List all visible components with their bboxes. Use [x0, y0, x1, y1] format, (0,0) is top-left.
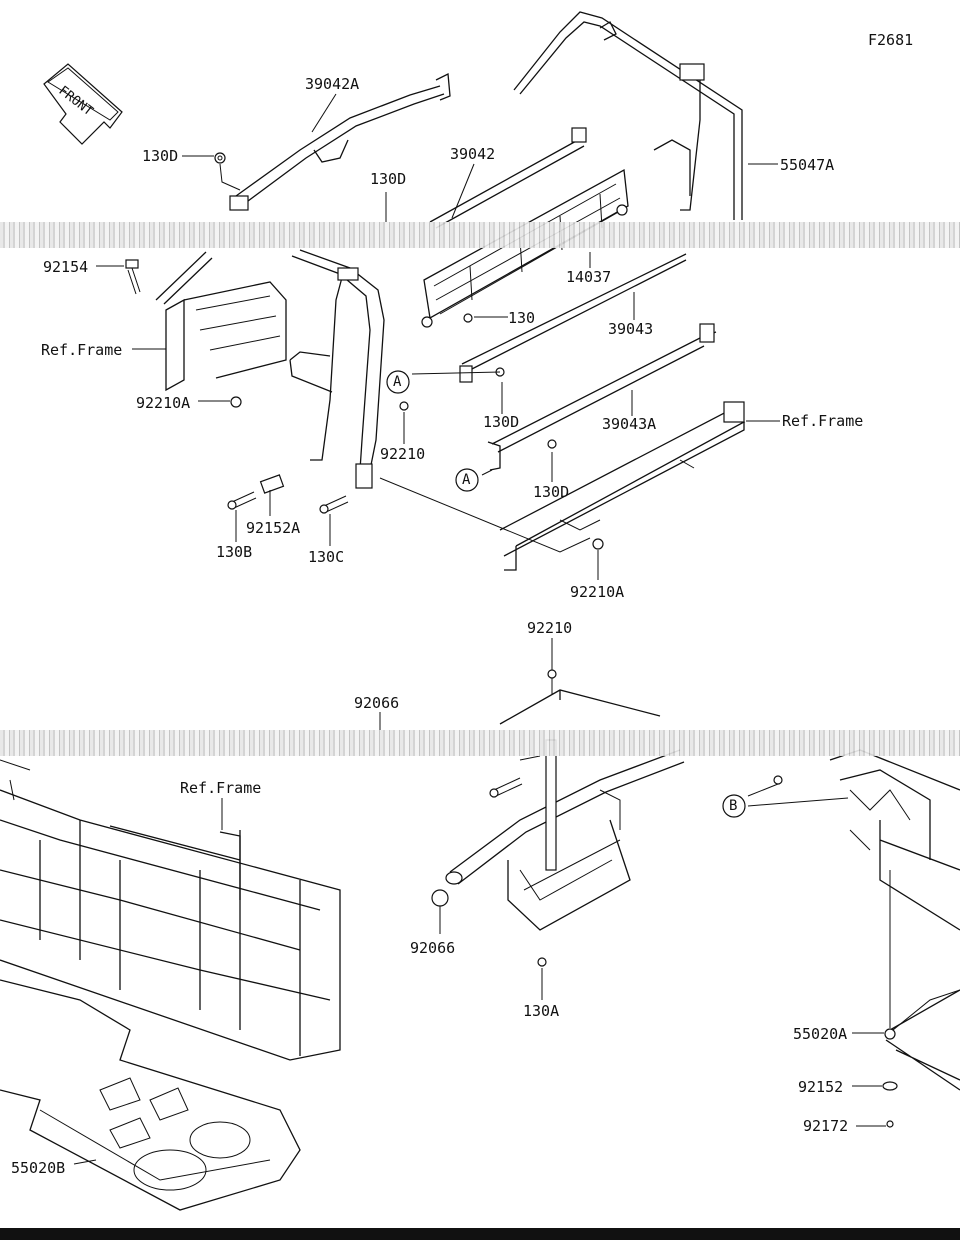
label-ref-frame-1: Ref.Frame: [41, 341, 123, 359]
callout-A-1: [386, 370, 410, 394]
label-130D-1: 130D: [142, 147, 179, 165]
rops-frame-lower: [289, 249, 385, 489]
label-130D-2: 130D: [370, 170, 407, 188]
bolt-130B-icon: [227, 491, 257, 510]
label-130C: 130C: [308, 548, 345, 566]
label-39043A: 39043A: [602, 415, 657, 433]
label-130B: 130B: [216, 543, 253, 561]
nut-92210-icon: [399, 401, 409, 411]
leader-lines-top: [96, 93, 780, 580]
label-92152: 92152: [798, 1078, 844, 1096]
callout-B-1-letter: B: [729, 798, 738, 814]
bar-39043A: [487, 323, 717, 471]
callout-A-2: [455, 468, 479, 492]
main-frame-left: [0, 759, 341, 1061]
gate-panel-14037: [421, 168, 629, 328]
label-92210A-2: 92210A: [570, 583, 625, 601]
label-92066-1: 92066: [354, 694, 400, 712]
chassis-rail: [499, 401, 746, 571]
cap-92066-icon: [431, 889, 449, 907]
label-130D-3: 130D: [483, 413, 520, 431]
label-130D-4: 130D: [533, 483, 570, 501]
label-39042A: 39042A: [305, 75, 360, 93]
label-92152A: 92152A: [246, 519, 301, 537]
bolt-92154-icon: [125, 259, 141, 295]
nut-130D-icon: [214, 152, 241, 191]
nut-130-icon: [463, 313, 473, 323]
label-92210-2: 92210: [527, 619, 573, 637]
label-55020B: 55020B: [11, 1159, 66, 1177]
leader-lines-bottom: [73, 638, 891, 1165]
screw-92172-icon: [886, 1120, 894, 1128]
label-92172: 92172: [803, 1117, 849, 1135]
label-55047A: 55047A: [780, 156, 835, 174]
label-55020A: 55020A: [793, 1025, 848, 1043]
bolt-92210-bottom-icon: [547, 669, 557, 694]
figure-code: F2681: [868, 31, 914, 49]
label-92210-1: 92210: [380, 445, 426, 463]
bolt-130C-icon: [319, 495, 349, 514]
rops-frame-55047A: [513, 11, 743, 220]
scan-artifact-band-top: [0, 222, 960, 248]
nut-130D-icon-3: [547, 439, 557, 449]
main-frame-right: [829, 749, 960, 1091]
scan-artifact-band-bottom: [0, 730, 960, 756]
rail-39042A: [229, 72, 451, 211]
bumper-assembly: [445, 689, 685, 931]
bar-39042: [429, 127, 587, 229]
label-92066-2: 92066: [410, 939, 456, 957]
callout-A-2-letter: A: [462, 472, 471, 488]
nut-92210A-icon: [592, 538, 604, 550]
label-130: 130: [508, 309, 536, 327]
label-ref-frame-2: Ref.Frame: [782, 412, 864, 430]
callout-A-1-letter: A: [393, 374, 402, 390]
skid-plate-55020A: [884, 989, 960, 1040]
bar-39043: [459, 253, 687, 383]
label-14037: 14037: [566, 268, 612, 286]
label-ref-frame-3: Ref.Frame: [180, 779, 262, 797]
label-39042: 39042: [450, 145, 496, 163]
nut-130A-icon: [537, 957, 547, 967]
label-92154: 92154: [43, 258, 89, 276]
skid-plate-55020B: [0, 979, 301, 1211]
front-arrow-icon: FRONT: [43, 63, 123, 145]
washer-B-icon: [773, 775, 783, 785]
bushing-92152A-icon: [259, 474, 285, 494]
bottom-border: [0, 1228, 960, 1240]
label-92210A-1: 92210A: [136, 394, 191, 412]
callout-B-1: [722, 794, 746, 818]
frame-bracket-left: [155, 251, 287, 408]
bolt-side-icon: [489, 777, 523, 798]
label-130A: 130A: [523, 1002, 560, 1020]
washer-92152-icon: [882, 1081, 898, 1091]
label-39043: 39043: [608, 320, 654, 338]
